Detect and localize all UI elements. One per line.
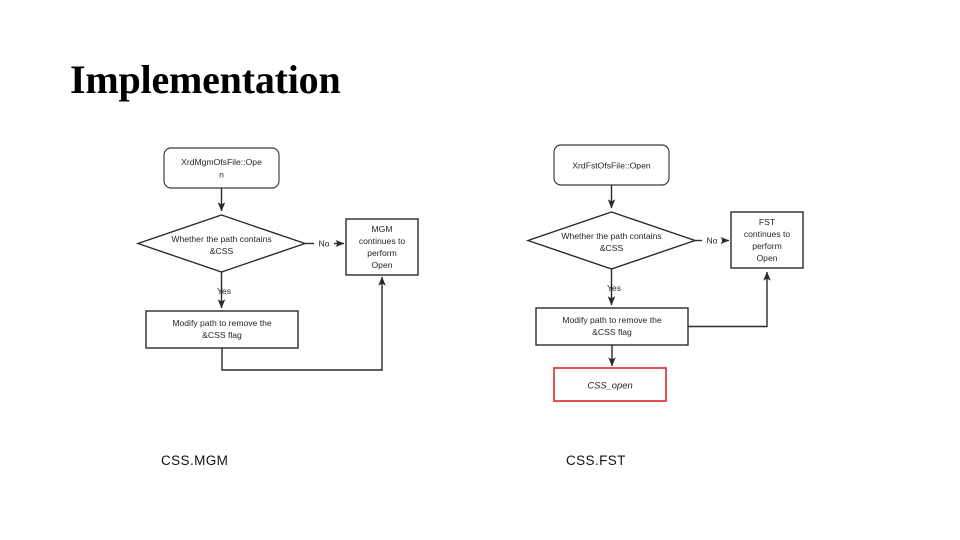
node-mgm-decision: Whether the path contains &CSS xyxy=(135,214,308,273)
node-fst-result: CSS_open xyxy=(553,367,667,402)
node-mgm-entry: XrdMgmOfsFile::Ope n xyxy=(163,147,280,189)
node-fst-no-line2: continues to xyxy=(744,229,791,239)
node-mgm-entry-line1: XrdMgmOfsFile::Ope xyxy=(181,157,262,167)
edge-label-mgm-yes: Yes xyxy=(217,286,231,296)
edge-mgm-loopback xyxy=(221,276,386,371)
caption-css-mgm: CSS.MGM xyxy=(161,453,229,468)
node-mgm-yes-line1: Modify path to remove the xyxy=(172,318,272,328)
node-mgm-entry-line2: n xyxy=(219,170,224,180)
node-fst-decision-line2: &CSS xyxy=(600,243,624,253)
node-fst-no-branch: FST continues to perform Open xyxy=(730,211,804,269)
node-mgm-no-line3: perform xyxy=(367,248,397,258)
edge-label-fst-yes: Yes xyxy=(607,283,621,293)
node-mgm-yes-line2: &CSS flag xyxy=(202,330,242,340)
edge-fst-loopback xyxy=(688,271,771,328)
node-mgm-no-line4: Open xyxy=(371,260,392,270)
page-title: Implementation xyxy=(70,57,341,102)
node-mgm-no-line1: MGM xyxy=(371,224,392,234)
caption-css-fst: CSS.FST xyxy=(566,453,626,468)
node-fst-no-line3: perform xyxy=(752,241,782,251)
node-mgm-no-line2: continues to xyxy=(359,236,406,246)
node-fst-yes-line1: Modify path to remove the xyxy=(562,315,662,325)
node-fst-entry-line1: XrdFstOfsFile::Open xyxy=(572,161,651,171)
node-mgm-decision-line2: &CSS xyxy=(210,246,234,256)
node-mgm-decision-line1: Whether the path contains xyxy=(171,234,271,244)
node-fst-result-label: CSS_open xyxy=(587,380,632,391)
node-fst-decision-line1: Whether the path contains xyxy=(561,231,661,241)
edge-label-fst-no: No xyxy=(707,236,718,246)
node-fst-entry: XrdFstOfsFile::Open xyxy=(553,144,670,186)
node-fst-no-line4: Open xyxy=(756,253,777,263)
node-fst-yes-line2: &CSS flag xyxy=(592,327,632,337)
edge-label-mgm-no: No xyxy=(319,239,330,249)
node-fst-yes-branch: Modify path to remove the &CSS flag xyxy=(535,307,689,346)
node-mgm-yes-branch: Modify path to remove the &CSS flag xyxy=(145,310,299,349)
node-fst-no-line1: FST xyxy=(759,217,776,227)
node-fst-decision: Whether the path contains &CSS xyxy=(525,211,698,270)
node-mgm-no-branch: MGM continues to perform Open xyxy=(345,218,419,276)
